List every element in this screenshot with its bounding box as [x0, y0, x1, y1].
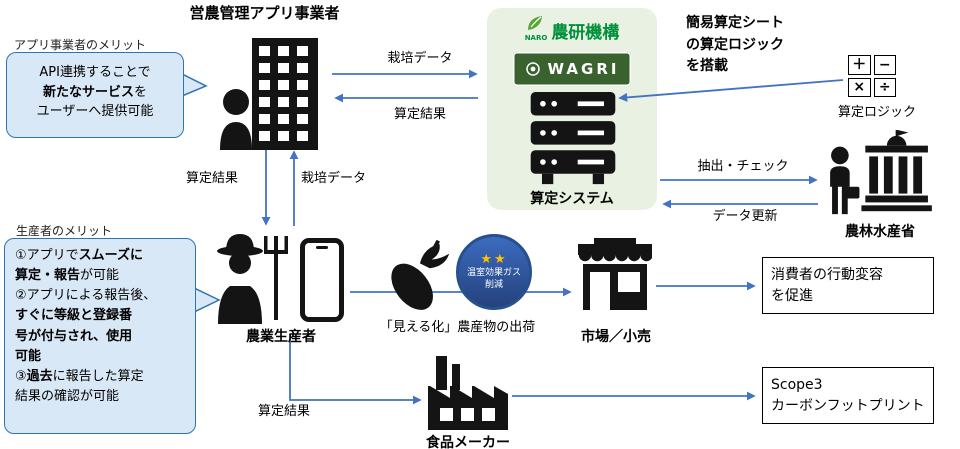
farmer-icon: [217, 234, 288, 324]
factory-icon: [428, 356, 508, 430]
smartphone-speaker: [316, 246, 328, 249]
storefront-icon: [578, 238, 652, 310]
naro-brand-text: 農研機構: [551, 23, 620, 43]
calc-sheet-note: 簡易算定シート の算定ロジック を搭載: [686, 13, 784, 78]
ministry-building-icon: [830, 130, 932, 215]
ghg-reduction-badge: ★★ 温室効果ガス 削減: [456, 234, 532, 310]
label-cultivation-data-top: 栽培データ: [387, 51, 453, 66]
calc-logic-label: 算定ロジック: [837, 105, 916, 120]
divide-symbol: ÷: [873, 77, 896, 97]
scope3-box-line2: カーボンフットプリント: [771, 397, 925, 414]
shipment-label: 「見える化」農産物の出荷: [379, 320, 536, 335]
consumer-box-line2: を促進: [771, 287, 813, 304]
scope3-box-line1: Scope3: [771, 377, 823, 394]
scope3-box: Scope3 カーボンフットプリント: [762, 367, 934, 424]
wagri-logo: WAGRI: [513, 52, 631, 86]
badge-line1: 温室効果ガス: [466, 268, 521, 279]
calc-sheet-note-line2: の算定ロジック: [686, 36, 784, 53]
calc-logic-icon: ＋ − × ÷: [845, 52, 899, 100]
consumer-behavior-box: 消費者の行動変容 を促進: [762, 257, 934, 314]
app-merit-bubble: API連携することで新たなサービスをユーザーへ提供可能: [6, 52, 184, 138]
calc-sheet-note-line1: 簡易算定シート: [686, 15, 784, 31]
smartphone-icon: [300, 238, 344, 322]
eggplant-icon: [391, 240, 450, 310]
producer-merit-label: 生産者のメリット: [16, 224, 113, 238]
naro-leaf-icon: NARO: [524, 13, 548, 42]
calc-sheet-note-line3: を搭載: [686, 58, 728, 75]
naro-logo: NARO 農研機構: [497, 13, 647, 42]
badge-stars: ★★: [480, 252, 508, 268]
label-extract-check: 抽出・チェック: [697, 159, 789, 174]
factory-label: 食品メーカー: [426, 435, 510, 449]
maff-label: 農林水産省: [845, 224, 915, 240]
naro-small-text: NARO: [524, 34, 548, 42]
office-building-icon: [220, 38, 318, 150]
badge-line2: 削減: [484, 279, 503, 290]
plus-symbol: ＋: [848, 55, 871, 75]
label-result-bottom: 算定結果: [258, 404, 311, 419]
minus-symbol: −: [873, 55, 896, 75]
producer-label: 農業生産者: [246, 329, 316, 345]
multiply-symbol: ×: [848, 77, 871, 97]
app-merit-label: アプリ事業者のメリット: [14, 38, 147, 52]
market-label: 市場／小売: [581, 329, 651, 345]
server-icon: [530, 92, 616, 185]
calc-system-label: 算定システム: [530, 191, 614, 207]
wagri-ring-icon: [525, 62, 540, 76]
bubble-app-tail: [181, 72, 208, 98]
consumer-box-line1: 消費者の行動変容: [771, 267, 883, 284]
label-cultivation-left: 栽培データ: [301, 171, 367, 186]
app-operator-title: 営農管理アプリ事業者: [189, 4, 340, 22]
label-data-update: データ更新: [712, 209, 778, 224]
wagri-text: WAGRI: [547, 60, 620, 78]
label-result-left: 算定結果: [186, 171, 239, 186]
label-result-top: 算定結果: [393, 107, 446, 122]
